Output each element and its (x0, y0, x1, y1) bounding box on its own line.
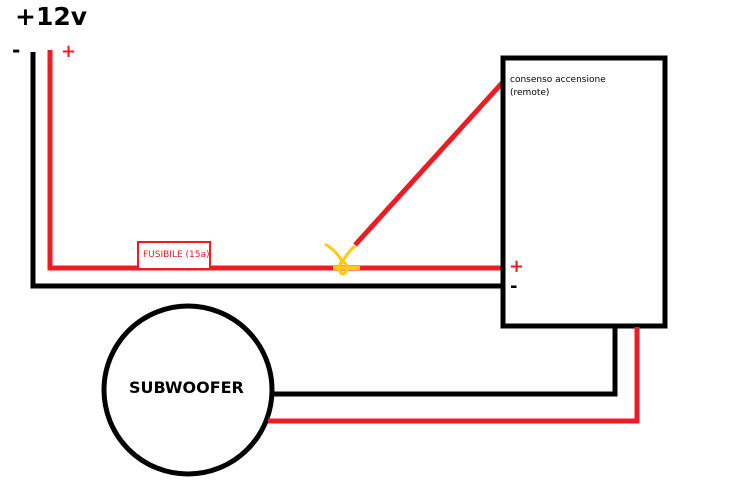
subwoofer-circle (101, 303, 275, 477)
amplifier-box (500, 55, 668, 329)
remote-label-line2: (remote) (510, 88, 550, 98)
fuse-label: FUSIBILE (15a) (143, 250, 210, 260)
remote-label: consenso accensione (remote) (510, 74, 606, 100)
fuse-box (137, 241, 211, 270)
subwoofer-label: SUBWOOFER (129, 378, 244, 397)
source-plus-label: + (61, 41, 77, 62)
negative-wire-source (30, 52, 502, 289)
splice-icon (324, 242, 360, 276)
source-minus-label: - (12, 38, 21, 62)
negative-wire-subwoofer (272, 327, 618, 397)
remote-label-line1: consenso accensione (510, 75, 606, 85)
remote-wire (353, 81, 504, 247)
amp-plus-label: + (509, 256, 525, 277)
voltage-title: +12v (15, 2, 88, 31)
amp-minus-label: - (510, 276, 518, 297)
positive-wire-subwoofer (268, 327, 640, 424)
